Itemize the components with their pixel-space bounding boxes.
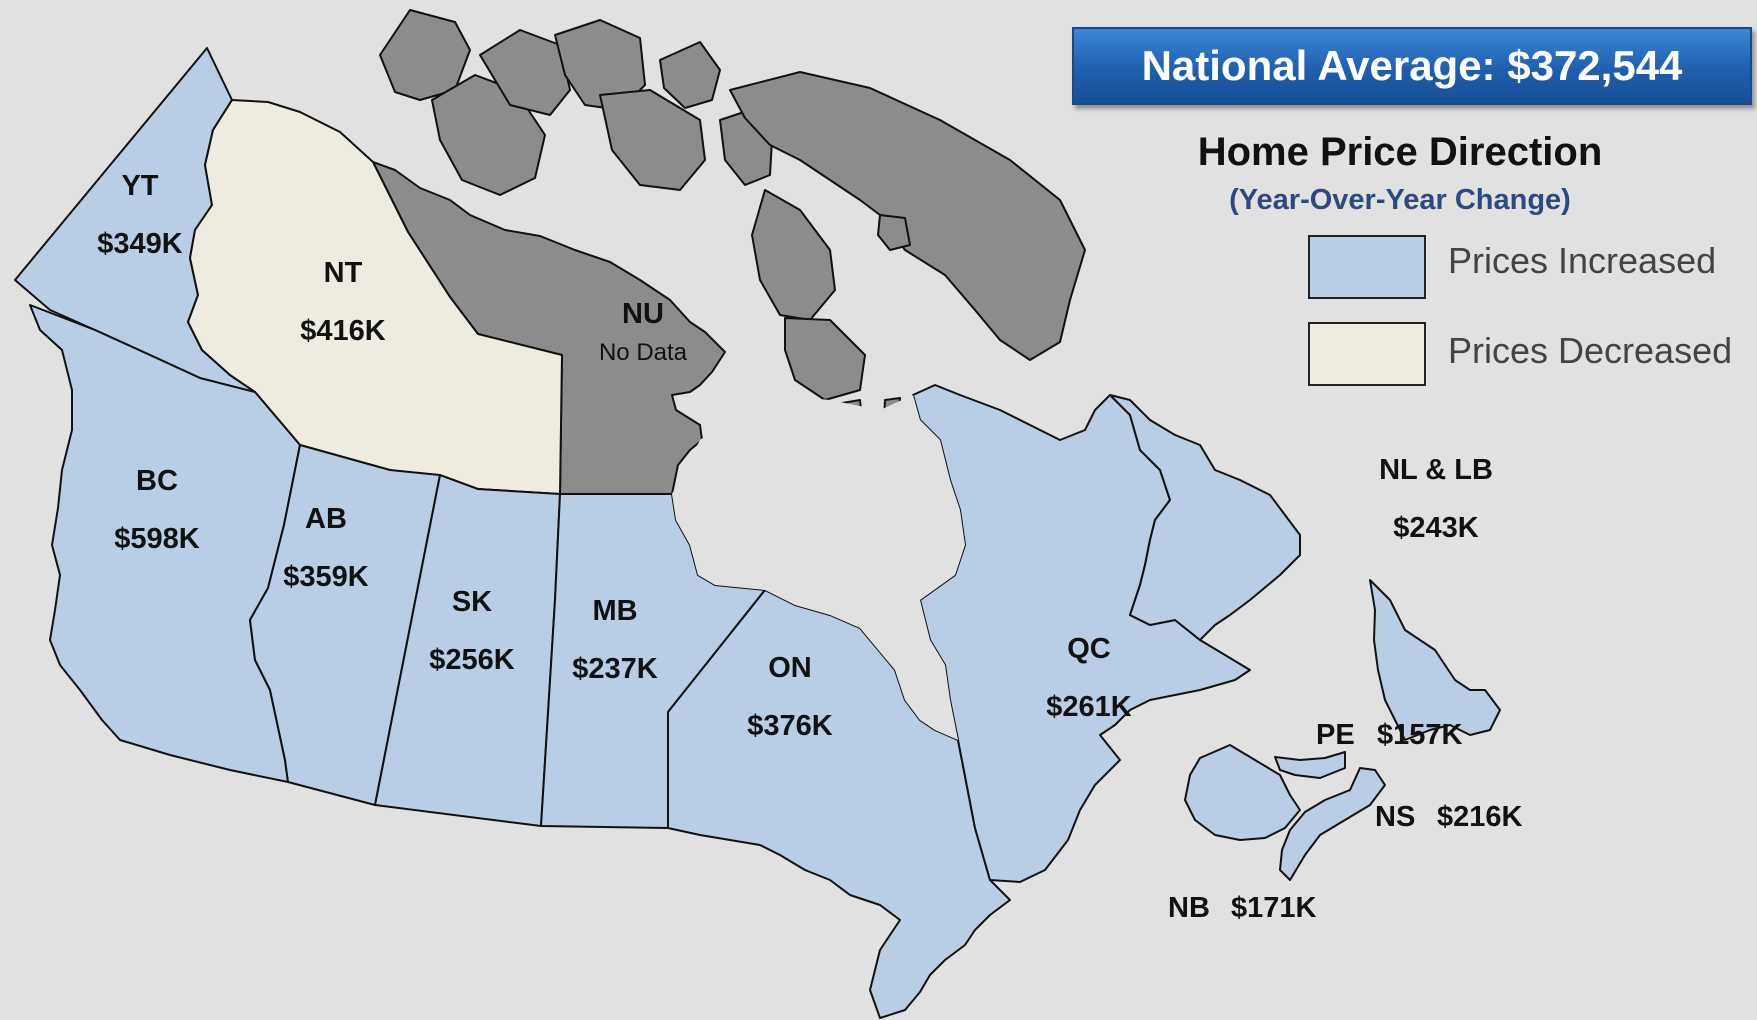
label-pe-price: $157K (1377, 719, 1463, 751)
legend-title: Home Price Direction (1197, 130, 1603, 174)
label-nb-abbr: NB (1168, 892, 1210, 924)
label-nt-price: $416K (300, 315, 386, 347)
label-sk-abbr: SK (452, 586, 492, 618)
label-mb-price: $237K (572, 653, 658, 685)
label-nl-price: $243K (1393, 512, 1479, 544)
label-nt-abbr: NT (324, 257, 363, 289)
region-bc[interactable] (29, 304, 301, 783)
label-on-abbr: ON (768, 652, 812, 684)
label-yt-abbr: YT (121, 170, 158, 202)
legend-swatch-increased (1308, 235, 1426, 299)
region-nu-island (751, 189, 836, 321)
legend-subtitle: (Year-Over-Year Change) (1229, 184, 1571, 216)
label-on-price: $376K (747, 710, 833, 742)
national-average-value: $372,544 (1507, 42, 1683, 89)
label-ab-abbr: AB (305, 503, 347, 535)
label-ab-price: $359K (283, 561, 369, 593)
legend-label-decreased: Prices Decreased (1448, 330, 1733, 371)
region-nu-island (729, 71, 1086, 361)
region-pe[interactable] (1274, 751, 1346, 779)
label-qc-abbr: QC (1067, 633, 1111, 665)
label-sk-price: $256K (429, 644, 515, 676)
label-ns-abbr: NS (1375, 801, 1415, 833)
label-nu-abbr: NU (622, 298, 664, 330)
national-average-banner: National Average: $372,544 (1072, 27, 1752, 105)
label-bc-abbr: BC (136, 465, 178, 497)
region-nu-island (784, 317, 866, 401)
legend-swatch-decreased (1308, 322, 1426, 386)
region-nu-island (479, 29, 571, 116)
label-pe-abbr: PE (1316, 719, 1355, 751)
region-nl-island (1369, 579, 1501, 741)
region-nl[interactable] (1109, 394, 1301, 641)
label-yt-price: $349K (97, 228, 183, 260)
legend-label-increased: Prices Increased (1448, 240, 1717, 281)
label-nu-price: No Data (599, 339, 688, 366)
label-mb-abbr: MB (592, 595, 637, 627)
region-nb[interactable] (1184, 744, 1301, 841)
hudson-bay (672, 395, 965, 740)
region-nu-island (659, 41, 721, 109)
label-qc-price: $261K (1046, 691, 1132, 723)
region-nu-island (379, 9, 471, 101)
label-nl-abbr: NL & LB (1379, 454, 1493, 486)
region-nu-island (877, 214, 911, 251)
national-average-label: National Average: (1141, 42, 1496, 89)
label-nb-price: $171K (1231, 892, 1317, 924)
label-ns-price: $216K (1437, 801, 1523, 833)
region-ns[interactable] (1279, 767, 1386, 881)
label-bc-price: $598K (114, 523, 200, 555)
region-nu-island (599, 89, 706, 191)
